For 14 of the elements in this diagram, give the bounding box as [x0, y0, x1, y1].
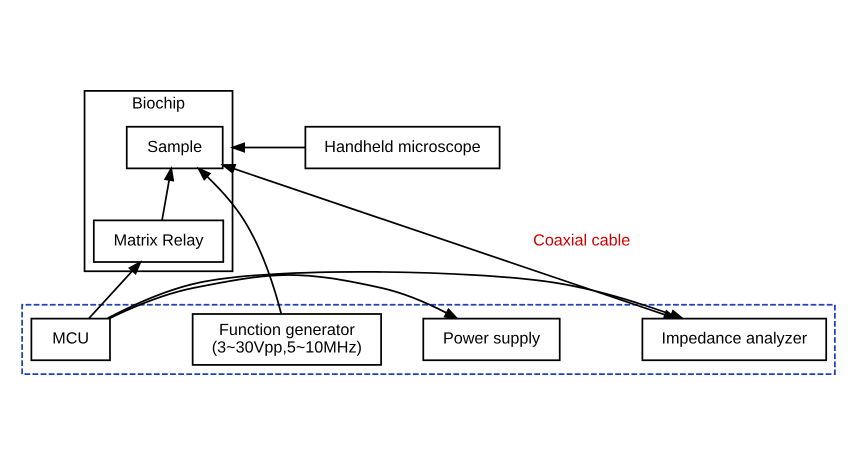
node-box: Matrix Relay: [92, 219, 224, 262]
edge-label: Coaxial cable: [533, 230, 630, 249]
arrow: [161, 165, 174, 220]
node-box: Power supply: [422, 317, 561, 361]
node-box: Impedance analyzer: [642, 317, 828, 361]
node-box: Function generator (3~30Vpp,5~10MHz): [192, 312, 382, 366]
arrow: [230, 142, 306, 152]
arrow: [88, 260, 142, 318]
arrow: [196, 166, 282, 314]
node-box: Handheld microscope: [304, 125, 500, 169]
cluster: [21, 303, 836, 374]
node-box: MCU: [30, 317, 111, 361]
arrow: [108, 274, 460, 320]
node-box: Sample: [126, 125, 224, 169]
